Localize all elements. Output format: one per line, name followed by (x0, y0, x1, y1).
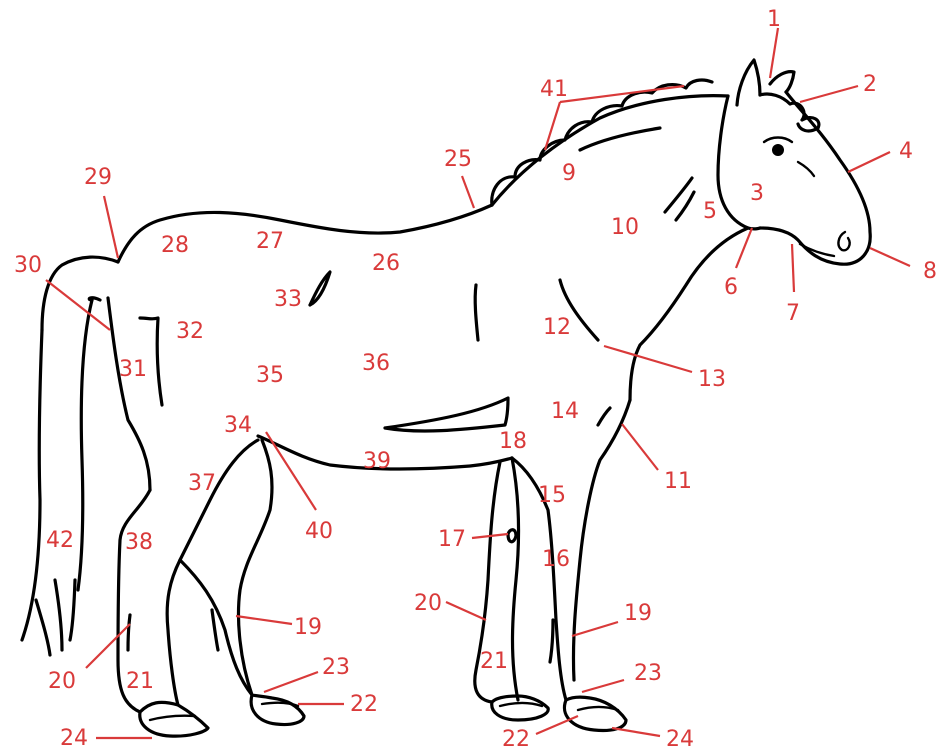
label-26: 26 (372, 251, 400, 276)
label-36: 36 (362, 351, 390, 376)
label-34: 34 (224, 413, 252, 438)
label-40: 40 (305, 519, 333, 544)
tail-edge (89, 298, 100, 300)
label-21-hind: 21 (126, 669, 154, 694)
label-9: 9 (562, 161, 576, 186)
elbow-mark (598, 408, 610, 425)
label-13: 13 (698, 367, 726, 392)
label-25: 25 (444, 147, 472, 172)
belly-fold (385, 398, 508, 431)
label-35: 35 (256, 363, 284, 388)
label-39: 39 (363, 449, 391, 474)
label-11: 11 (664, 469, 692, 494)
label-1: 1 (767, 7, 781, 32)
label-2: 2 (863, 72, 877, 97)
label-5: 5 (703, 199, 717, 224)
tail-strand-1 (36, 600, 50, 655)
label-37: 37 (188, 471, 216, 496)
label-27: 27 (256, 229, 284, 254)
label-8: 8 (923, 259, 937, 284)
hind-chestnut (212, 610, 218, 650)
label-19-hind: 19 (294, 615, 322, 640)
hind-ergot-back (128, 615, 130, 650)
fore-hoof-front-line (578, 707, 618, 710)
label-6: 6 (724, 275, 738, 300)
neck-front (630, 228, 748, 400)
flank-mark (310, 272, 330, 305)
label-41: 41 (540, 77, 568, 102)
label-20-hind: 20 (48, 669, 76, 694)
chestnut (508, 530, 516, 542)
nostril (838, 232, 849, 250)
hind-hoof-front-line (262, 703, 298, 706)
label-19-fore: 19 (624, 601, 652, 626)
label-15: 15 (538, 483, 566, 508)
tail-strand-2 (55, 580, 62, 650)
label-14: 14 (551, 399, 579, 424)
tail-strand-3 (70, 580, 75, 640)
foreleg-front-front (573, 400, 630, 680)
ear-right (770, 72, 794, 92)
label-3: 3 (750, 181, 764, 206)
rump (108, 298, 150, 490)
label-17: 17 (438, 527, 466, 552)
hind-hoof-front (251, 695, 304, 725)
label-28: 28 (161, 233, 189, 258)
neck-line (580, 128, 660, 150)
neck-fold-1 (665, 178, 692, 212)
label-32: 32 (176, 319, 204, 344)
shoulder-mark (475, 285, 478, 340)
label-33: 33 (274, 287, 302, 312)
eyelid (764, 138, 792, 143)
tail-top (42, 257, 118, 330)
foreleg-back-front (512, 458, 519, 700)
jaw (718, 96, 760, 229)
fore-hoof-front (564, 697, 626, 730)
label-12: 12 (543, 315, 571, 340)
neck-crest (492, 96, 728, 205)
label-23-fore: 23 (634, 661, 662, 686)
label-24-fore: 24 (666, 727, 694, 752)
label-31: 31 (119, 357, 147, 382)
ear-left (737, 60, 760, 105)
mouth (800, 244, 834, 256)
label-23-hind: 23 (322, 655, 350, 680)
label-38: 38 (125, 530, 153, 555)
leader-lines (46, 28, 910, 738)
label-7: 7 (786, 301, 800, 326)
hind-hoof-back-line (150, 716, 195, 720)
tail-body (22, 330, 42, 640)
fore-hoof-back-line (500, 703, 542, 706)
eye (772, 144, 784, 156)
label-29: 29 (84, 165, 112, 190)
label-22-fore: 22 (502, 727, 530, 752)
label-21-fore: 21 (480, 649, 508, 674)
hind-leg-front-front (239, 440, 273, 695)
label-24-hind: 24 (60, 726, 88, 751)
label-18: 18 (499, 429, 527, 454)
label-42: 42 (46, 528, 74, 553)
label-16: 16 (542, 547, 570, 572)
label-10: 10 (611, 215, 639, 240)
number-labels: 1 2 3 4 5 6 7 8 9 10 11 12 13 14 15 16 1… (14, 7, 937, 752)
tail-inner (78, 300, 92, 590)
label-30: 30 (14, 253, 42, 278)
fore-hoof-back (492, 696, 548, 720)
fore-ergot (550, 620, 553, 662)
label-4: 4 (899, 139, 913, 164)
label-20-fore: 20 (414, 591, 442, 616)
label-22-hind: 22 (350, 692, 378, 717)
face-line (798, 162, 814, 176)
